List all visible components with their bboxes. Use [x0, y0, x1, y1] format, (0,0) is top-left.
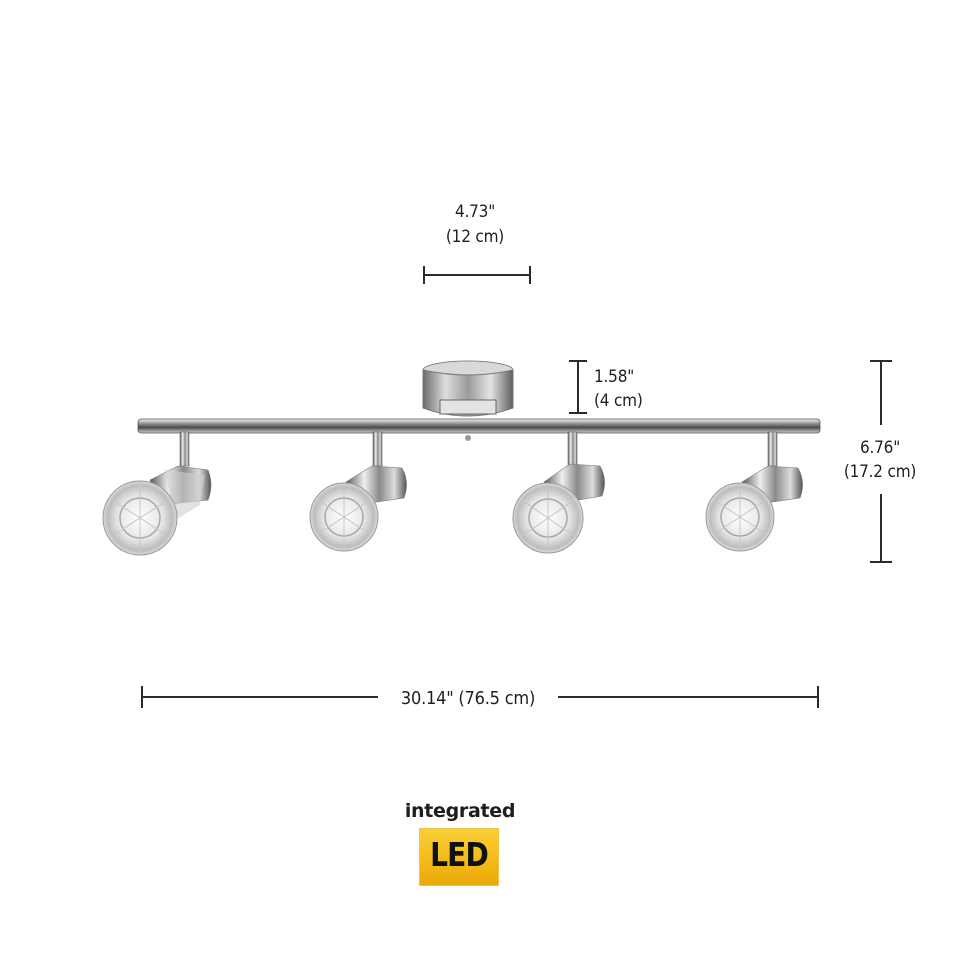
fixture-height-cm: (17.2 cm)	[843, 462, 917, 482]
canopy-diameter-inches: 4.73"	[454, 202, 496, 222]
led-badge: LED	[419, 828, 499, 886]
led-label: LED	[430, 835, 489, 874]
fixture-height-inches: 6.76"	[859, 438, 901, 458]
lamp-head-4	[705, 431, 803, 552]
lamp-head-2	[309, 431, 407, 552]
integrated-caption: integrated	[404, 800, 516, 822]
fixture-length-label: 30.14" (76.5 cm)	[400, 688, 536, 709]
canopy-height-inches: 1.58"	[594, 367, 635, 387]
canopy-height-cm: (4 cm)	[594, 391, 643, 411]
canopy	[422, 360, 514, 441]
lamp-head-3	[512, 431, 605, 554]
lamp-head-1	[102, 431, 212, 556]
canopy-diameter-cm: (12 cm)	[445, 227, 505, 247]
